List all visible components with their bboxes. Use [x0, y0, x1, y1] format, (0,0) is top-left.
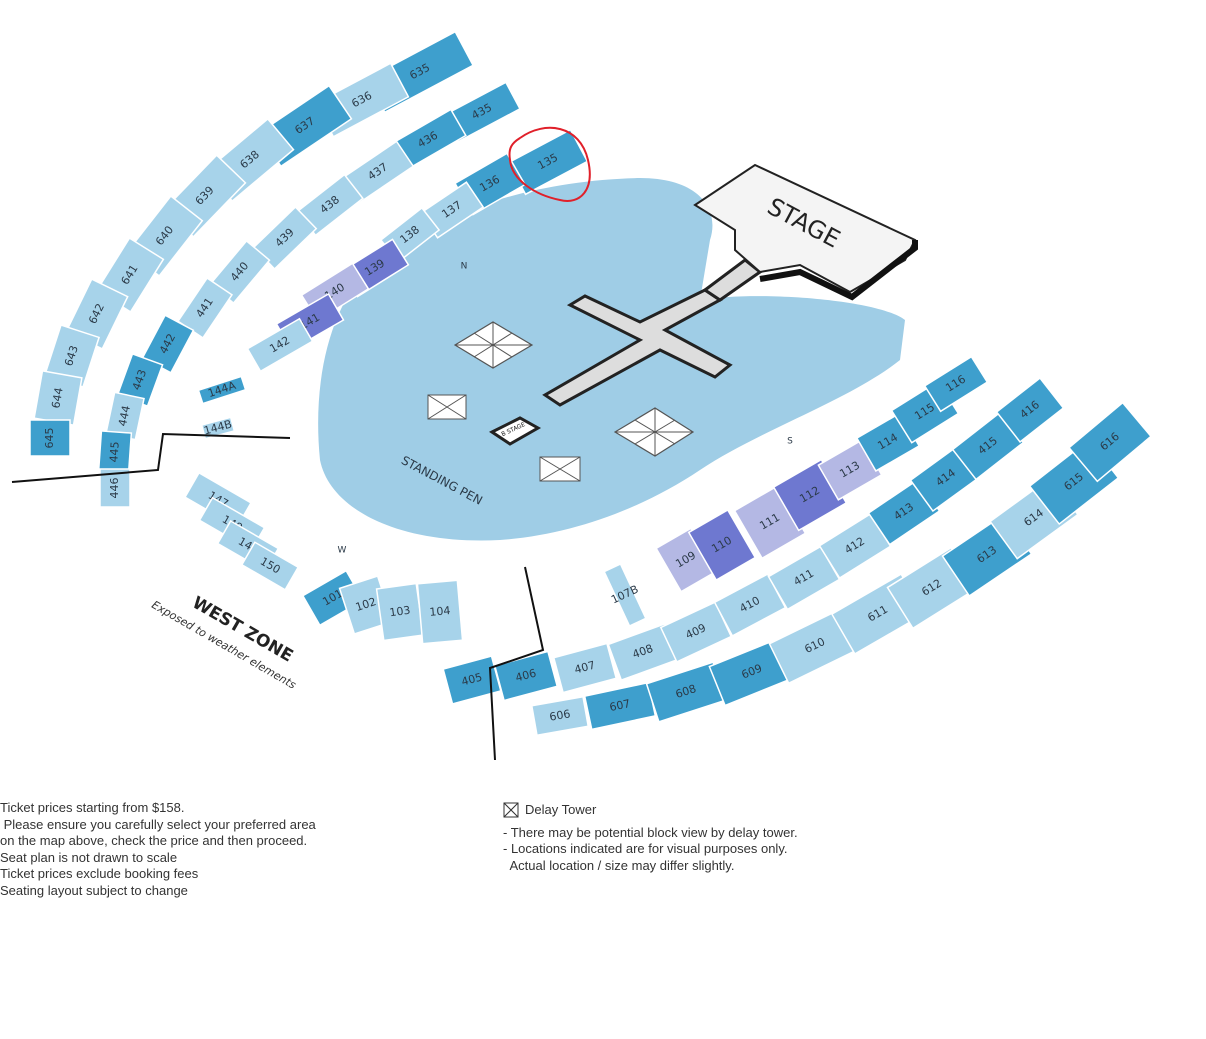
section-606[interactable]: 606: [530, 695, 590, 737]
b-stage: B STAGE: [489, 416, 542, 446]
gate-n-label: N: [461, 262, 468, 272]
section-block[interactable]: [97, 430, 133, 474]
section-block[interactable]: [552, 642, 618, 694]
section-607[interactable]: 607: [583, 681, 657, 731]
section-104[interactable]: 104: [416, 579, 464, 645]
section-block[interactable]: [603, 563, 647, 627]
delay-tower-legend-icon: [503, 802, 519, 818]
section-block[interactable]: [200, 416, 236, 440]
section-block[interactable]: [29, 419, 71, 457]
note-line: Ticket prices starting from $158.: [0, 800, 185, 815]
section-645[interactable]: 645: [29, 419, 71, 457]
note-line: Seating layout subject to change: [0, 882, 188, 898]
section-block[interactable]: [375, 582, 425, 642]
section-block[interactable]: [923, 355, 989, 413]
note-line: Please ensure you carefully select your …: [0, 816, 316, 832]
section-445[interactable]: 445: [97, 430, 133, 474]
section-block[interactable]: [1067, 401, 1153, 483]
delay-tower-icon: [539, 456, 581, 482]
note-line: Ticket prices exclude booking fees: [0, 866, 199, 882]
section-block[interactable]: [246, 317, 314, 373]
section-block[interactable]: [995, 377, 1065, 443]
note-line: on the map above, check the price and th…: [0, 833, 308, 849]
section-block[interactable]: [99, 468, 131, 508]
section-block[interactable]: [416, 579, 464, 645]
delay-tower-icon: [427, 394, 467, 420]
zone-divider-south: [488, 566, 545, 761]
section-block[interactable]: [530, 695, 590, 737]
price-notes: Ticket prices starting from $158. Please…: [0, 800, 316, 900]
section-103[interactable]: 103: [375, 582, 425, 642]
seating-map: STAGE B STAGE STANDING PEN 6356366376386…: [11, 30, 1153, 761]
section-406[interactable]: 406: [493, 650, 559, 702]
main-stage: STAGE: [693, 163, 918, 301]
section-144A[interactable]: 144A: [197, 375, 247, 405]
section-block[interactable]: [33, 370, 83, 426]
section-block[interactable]: [240, 541, 300, 591]
legend-note-line: - There may be potential block view by d…: [503, 824, 798, 840]
section-block[interactable]: [197, 375, 247, 405]
legend-note-line: - Locations indicated are for visual pur…: [503, 841, 788, 857]
delay-tower-legend: Delay Tower - There may be potential blo…: [503, 802, 798, 874]
catwalk: [542, 258, 763, 407]
gate-s-label: S: [787, 437, 793, 447]
delay-tower-label: Delay Tower: [525, 802, 597, 817]
legend-note-line: Actual location / size may differ slight…: [503, 857, 735, 873]
gate-w-label: W: [338, 546, 347, 556]
section-407[interactable]: 407: [552, 642, 618, 694]
delay-tower-icon: [613, 407, 695, 457]
section-644[interactable]: 644: [33, 370, 83, 426]
annotation-circle: [508, 126, 591, 202]
section-block[interactable]: [493, 650, 559, 702]
section-block[interactable]: [583, 681, 657, 731]
delay-tower-icon: [453, 321, 534, 369]
note-line: Seat plan is not drawn to scale: [0, 849, 178, 865]
section-107B[interactable]: 107B: [599, 562, 650, 628]
section-block[interactable]: [687, 508, 757, 582]
zone-divider-west: [11, 432, 291, 483]
